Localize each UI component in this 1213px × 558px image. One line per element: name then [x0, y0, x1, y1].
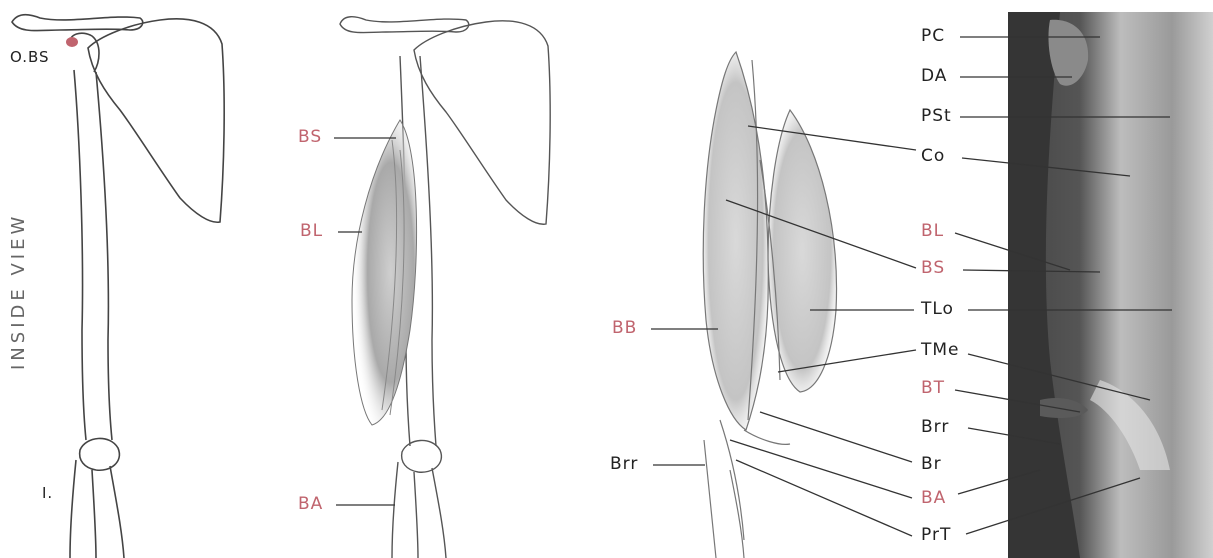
label-pc: PC — [921, 26, 945, 46]
label-obs: O.BS — [10, 48, 50, 66]
label-ba: BA — [921, 488, 946, 508]
label-da: DA — [921, 66, 947, 86]
photo-panel — [1008, 12, 1213, 558]
humerus-shaft — [74, 70, 86, 440]
label-brr-left: Brr — [610, 454, 638, 474]
label-bl: BL — [921, 221, 944, 241]
side-label: INSIDE VIEW — [8, 170, 29, 370]
label-co: Co — [921, 146, 945, 166]
label-tlo: TLo — [921, 299, 954, 319]
panel3-muscles — [703, 52, 836, 558]
scapula — [88, 19, 224, 222]
label-tme: TMe — [921, 340, 960, 360]
label-prt: PrT — [921, 525, 951, 545]
label-i: I. — [42, 484, 53, 502]
triceps-outline — [768, 110, 837, 392]
label-br: Br — [921, 454, 942, 474]
label-bt: BT — [921, 378, 945, 398]
label-bb: BB — [612, 318, 637, 338]
label-pst: PSt — [921, 106, 952, 126]
label-ba-panel2: BA — [298, 494, 323, 514]
label-bl-panel2: BL — [300, 221, 323, 241]
label-bs: BS — [921, 258, 945, 278]
biceps-outline — [703, 52, 768, 430]
label-bs-panel2: BS — [298, 127, 322, 147]
elbow — [80, 438, 120, 470]
origin-mark — [66, 37, 78, 47]
label-brr: Brr — [921, 417, 949, 437]
panel1-skeleton — [12, 15, 224, 558]
